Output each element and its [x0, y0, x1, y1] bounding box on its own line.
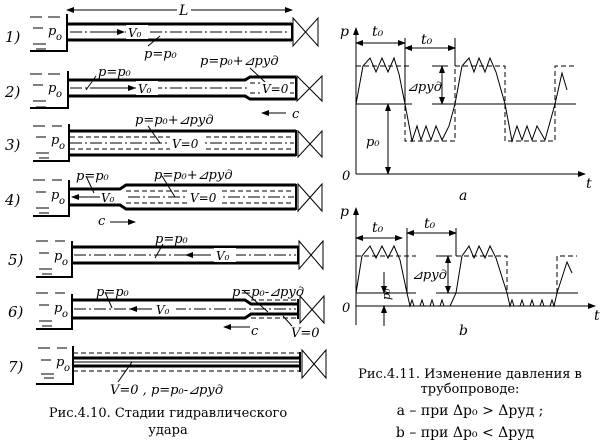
stage-3: 3) p o V=0 p=p₀+⊿pуд	[5, 113, 323, 162]
valve-icon	[298, 239, 324, 271]
svg-text:2): 2)	[4, 83, 21, 101]
graph-b: p t 0 b p₀ t₀ t₀ ⊿pуд	[340, 204, 600, 339]
svg-text:p=p₀: p=p₀	[144, 47, 178, 62]
svg-text:V₀: V₀	[138, 82, 152, 96]
valve-icon	[297, 129, 323, 159]
svg-text:p: p	[54, 249, 63, 264]
svg-text:t₀: t₀	[372, 220, 384, 236]
svg-text:p: p	[51, 188, 60, 203]
svg-text:c: c	[292, 107, 300, 122]
valve-icon	[297, 182, 323, 213]
svg-text:V₀: V₀	[156, 303, 170, 317]
svg-text:p=p₀: p=p₀	[76, 169, 110, 184]
figure-4-11-case-a: a – при Δp₀ > Δpуд ;	[397, 403, 544, 419]
svg-text:V=0: V=0	[262, 82, 289, 96]
svg-text:a: a	[459, 188, 467, 204]
reservoir: p o	[30, 14, 68, 52]
svg-text:p: p	[340, 24, 349, 40]
svg-text:o: o	[59, 196, 65, 207]
svg-text:p=p₀+⊿pуд: p=p₀+⊿pуд	[135, 113, 214, 128]
svg-text:o: o	[59, 141, 65, 152]
svg-text:V=0: V=0	[190, 191, 217, 205]
svg-text:3): 3)	[5, 136, 21, 154]
figure-4-11-case-b: b – при Δp₀ < Δpуд	[396, 425, 535, 441]
svg-text:c: c	[251, 324, 259, 339]
svg-text:0: 0	[342, 169, 350, 184]
pressure-curve-b	[355, 244, 573, 308]
svg-text:c: c	[98, 214, 106, 229]
svg-text:V₀: V₀	[101, 191, 115, 205]
stage-6: 6) p o V₀ p=p₀ p=p₀-⊿pуд V=0 c	[8, 285, 325, 341]
svg-text:V₀: V₀	[216, 249, 230, 263]
valve-icon	[301, 348, 327, 380]
svg-text:o: o	[56, 32, 62, 43]
pressure-curve-a	[355, 56, 568, 143]
svg-text:p₀: p₀	[366, 135, 380, 150]
svg-text:V=0: V=0	[291, 326, 320, 341]
svg-text:V₀: V₀	[128, 26, 142, 40]
svg-text:V=0: V=0	[172, 137, 199, 151]
svg-text:⊿pуд: ⊿pуд	[407, 80, 442, 95]
svg-text:6): 6)	[8, 303, 24, 321]
figure-4-10: 1) p o L V₀ p=p₀ 2) p o	[4, 3, 327, 438]
svg-text:b: b	[459, 323, 468, 339]
svg-text:t₀: t₀	[424, 216, 436, 232]
pipe	[67, 22, 292, 42]
stage-4: 4) p o V₀ p=p₀ p=p₀+⊿pуд V=0 c	[4, 168, 323, 229]
svg-text:p: p	[48, 81, 57, 96]
svg-text:o: o	[56, 89, 62, 100]
svg-text:p=p₀-⊿pуд: p=p₀-⊿pуд	[232, 285, 304, 300]
stage-7: 7) p o V=0 , p=p₀-⊿pуд	[8, 346, 327, 398]
svg-text:p: p	[56, 355, 65, 370]
svg-text:p: p	[51, 133, 60, 148]
stage-5: 5) p o V₀ p=p₀	[8, 232, 324, 278]
valve-icon	[299, 294, 325, 325]
figure-4-11-caption: Рис.4.11. Изменение давления в	[358, 367, 582, 382]
figure-4-10-caption: Рис.4.10. Стадии гидравлического	[49, 406, 288, 421]
svg-text:t: t	[586, 176, 592, 192]
svg-text:L: L	[178, 3, 188, 19]
svg-text:t₀: t₀	[372, 24, 384, 40]
stage-2: 2) p o V₀ p=p₀ p=p₀+⊿pуд V=0 c	[4, 54, 323, 122]
figure-4-11-caption-cont: трубопроводе:	[421, 382, 520, 397]
stage-1: 1) p o L V₀ p=p₀	[5, 3, 319, 62]
svg-text:7): 7)	[8, 358, 24, 376]
svg-text:o: o	[64, 363, 70, 374]
stage-number: 1)	[5, 28, 21, 46]
svg-text:o: o	[62, 309, 68, 320]
svg-text:o: o	[62, 257, 68, 268]
valve-icon	[292, 16, 319, 48]
figure-4-10-caption-cont: удара	[148, 423, 188, 438]
svg-text:⊿pуд: ⊿pуд	[412, 268, 447, 283]
svg-text:V=0 , p=p₀-⊿pуд: V=0 , p=p₀-⊿pуд	[110, 383, 223, 398]
svg-text:p=p₀: p=p₀	[96, 285, 130, 300]
svg-text:0: 0	[342, 301, 350, 316]
valve-icon	[296, 74, 323, 103]
svg-text:p=p₀+⊿pуд: p=p₀+⊿pуд	[200, 54, 279, 69]
svg-text:t: t	[594, 308, 600, 324]
svg-text:5): 5)	[8, 251, 24, 269]
svg-text:p: p	[54, 301, 63, 316]
svg-text:p=p₀: p=p₀	[98, 65, 132, 80]
graph-a: p t 0 a p₀ t₀ t₀ ⊿pуд	[340, 24, 592, 204]
svg-text:p=p₀+⊿pуд: p=p₀+⊿pуд	[154, 168, 233, 183]
svg-text:p₀: p₀	[380, 288, 393, 300]
svg-text:4): 4)	[4, 191, 21, 209]
svg-text:p=p₀: p=p₀	[155, 232, 189, 247]
svg-text:p: p	[48, 24, 57, 39]
svg-text:p: p	[340, 204, 349, 220]
svg-text:t₀: t₀	[421, 32, 433, 48]
figure-4-11: p t 0 a p₀ t₀ t₀ ⊿pуд p	[340, 24, 600, 441]
